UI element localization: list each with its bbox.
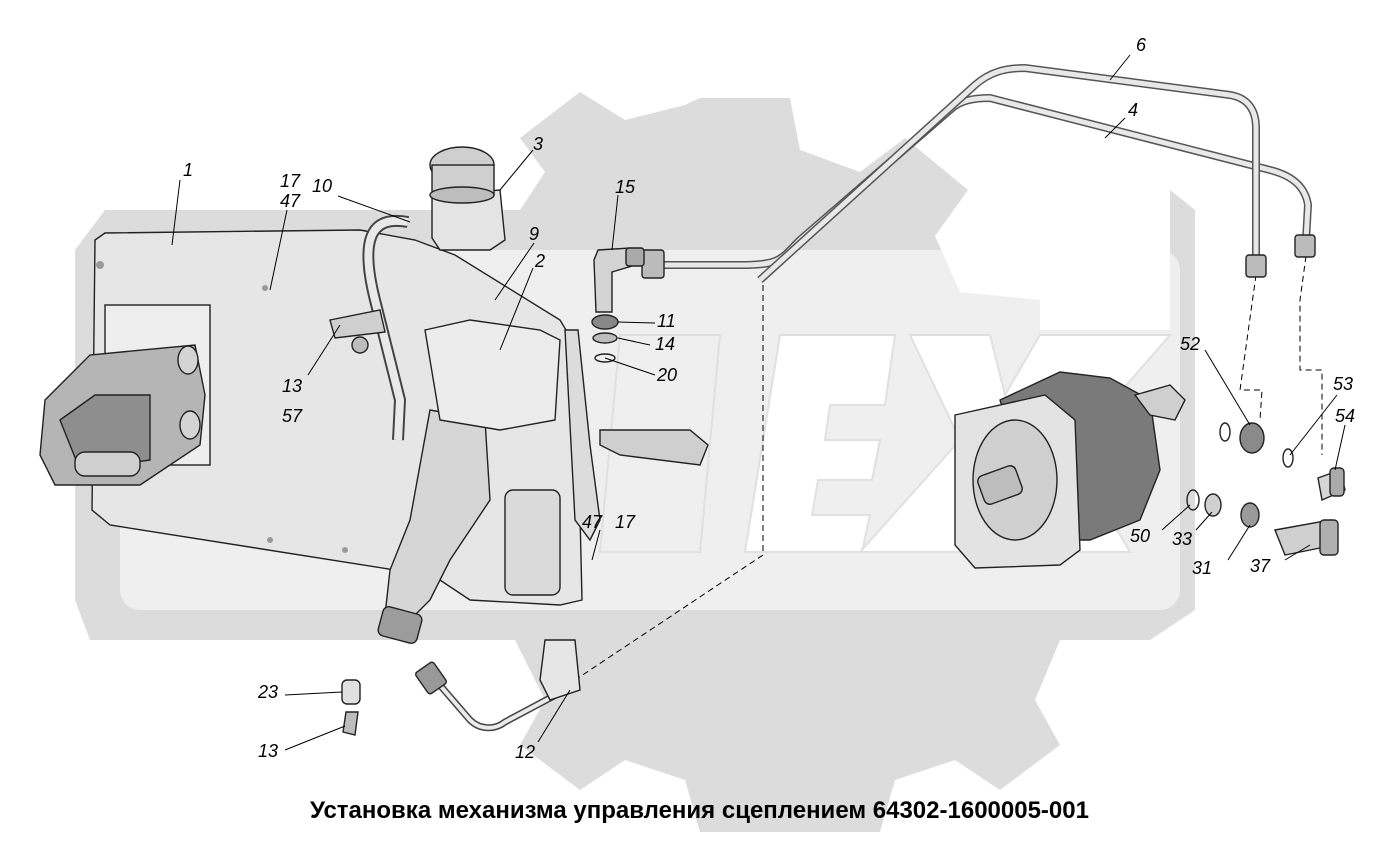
callout-57: 57: [282, 406, 303, 426]
callout-2: 2: [534, 251, 545, 271]
pneumatic-booster: [954, 371, 1186, 569]
callout-3: 3: [533, 134, 543, 154]
callout-11: 11: [657, 311, 676, 331]
callout-33: 33: [1172, 529, 1192, 549]
callout-54: 54: [1335, 406, 1355, 426]
protective-boot: [539, 639, 581, 701]
callout-17-bottom: 17: [615, 512, 636, 532]
clamp-11: [591, 314, 619, 363]
callout-9: 9: [529, 224, 539, 244]
callout-53: 53: [1333, 374, 1353, 394]
callout-31: 31: [1192, 558, 1212, 578]
callout-6: 6: [1136, 35, 1147, 55]
callout-14: 14: [655, 334, 675, 354]
master-cylinder: [377, 319, 561, 645]
tube-12: [415, 661, 567, 732]
elbow-fitting-15: [593, 247, 645, 313]
fluid-reservoir: [429, 146, 506, 251]
callout-labels: 1 17 47 10 3 9 2 15 11 14 20 13 57 6 4 5…: [183, 35, 1355, 762]
left-clutch-booster: [39, 304, 211, 486]
callout-1: 1: [183, 160, 193, 180]
tube-6: [757, 63, 1260, 283]
bracket-13-small: [342, 711, 359, 736]
small-fittings: [1186, 422, 1346, 556]
tube-4: [660, 93, 1313, 269]
callout-50: 50: [1130, 526, 1150, 546]
callout-10: 10: [312, 176, 332, 196]
diagram-caption: Установка механизма управления сцепление…: [310, 797, 1089, 824]
callout-4: 4: [1128, 100, 1138, 120]
bracket-13: [329, 309, 386, 354]
callout-17-top: 17: [280, 171, 301, 191]
hose-10: [362, 214, 410, 441]
leader-lines: [171, 54, 1346, 751]
callout-13-mid: 13: [282, 376, 302, 396]
pedal-arm: [564, 329, 709, 542]
callout-12: 12: [515, 742, 535, 762]
callout-47-top: 47: [280, 191, 301, 211]
callout-13-bottom: 13: [258, 741, 278, 761]
assembly-guide-lines: [559, 255, 1323, 691]
callout-37: 37: [1250, 556, 1271, 576]
callout-20: 20: [656, 365, 677, 385]
callout-47-bottom: 47: [582, 512, 603, 532]
callout-15: 15: [615, 177, 636, 197]
callout-52: 52: [1180, 334, 1200, 354]
callout-23: 23: [257, 682, 278, 702]
bushing-23: [341, 679, 361, 705]
